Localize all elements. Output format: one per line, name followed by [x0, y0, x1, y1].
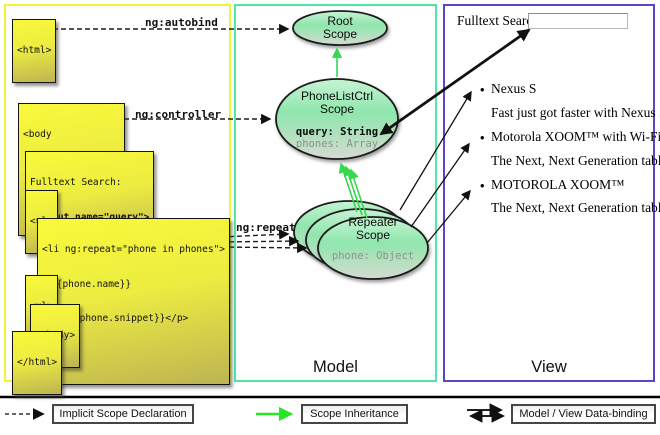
code-line: Fulltext Search: [30, 177, 122, 188]
code-line: {{phone.name}} [51, 278, 132, 290]
view-item-title: Nexus S [491, 81, 537, 96]
code-box-html-close: </html> [12, 331, 63, 395]
repeater-scope-props: phone: Object [318, 250, 428, 262]
view-column-frame [443, 4, 655, 382]
bullet-icon: • [480, 178, 485, 193]
repeater-scope-title: Repeater Scope [318, 216, 428, 242]
phonelistctrl-line2: Scope [319, 102, 355, 116]
legend-model-view-data-binding: Model / View Data-binding [511, 404, 656, 424]
code-box-html-open: <html> [12, 19, 57, 83]
legend-implicit-scope-declaration: Implicit Scope Declaration [52, 404, 194, 424]
prop-phone: phone: Object [331, 250, 415, 262]
view-column-label: View [531, 358, 567, 376]
phonelistctrl-scope-title: PhoneListCtrl Scope [276, 90, 398, 116]
view-item-description: Fast just got faster with Nexus S. [491, 105, 660, 120]
prop-query: query: String [295, 126, 379, 138]
ng-autobind-label: ng:autobind [145, 16, 218, 29]
model-column-label: Model [313, 358, 358, 376]
view-item-title: MOTOROLA XOOM™ [491, 177, 625, 192]
code-line: </html> [17, 357, 58, 368]
view-item-description: The Next, Next Generation tablet. [491, 153, 660, 168]
code-line: <p>{{phone.snippet}}</p> [51, 313, 189, 324]
bullet-icon: • [480, 82, 485, 97]
view-fulltext-label: Fulltext Search: [457, 13, 543, 28]
model-column-frame [234, 4, 437, 382]
code-line: <html> [17, 45, 52, 56]
bullet-icon: • [480, 130, 485, 145]
repeater-line2: Scope [355, 228, 391, 242]
root-scope-line2: Scope [322, 27, 358, 41]
view-item-description: The Next, Next Generation tablet. [491, 200, 660, 215]
code-line: <li ng:repeat="phone in phones"> [42, 244, 226, 255]
phonelistctrl-scope-props: query: String phones: Array [276, 126, 398, 150]
search-input[interactable] [528, 13, 628, 29]
view-item-title: Motorola XOOM™ with Wi-Fi [491, 129, 660, 144]
code-line: <body [23, 129, 52, 140]
legend-scope-inheritance: Scope Inheritance [301, 404, 408, 424]
ng-repeat-label: ng:repeat [236, 221, 296, 234]
ng-controller-label: ng:controller [135, 108, 222, 121]
root-scope-title: Root Scope [293, 15, 387, 41]
prop-phones: phones: Array [295, 138, 379, 150]
